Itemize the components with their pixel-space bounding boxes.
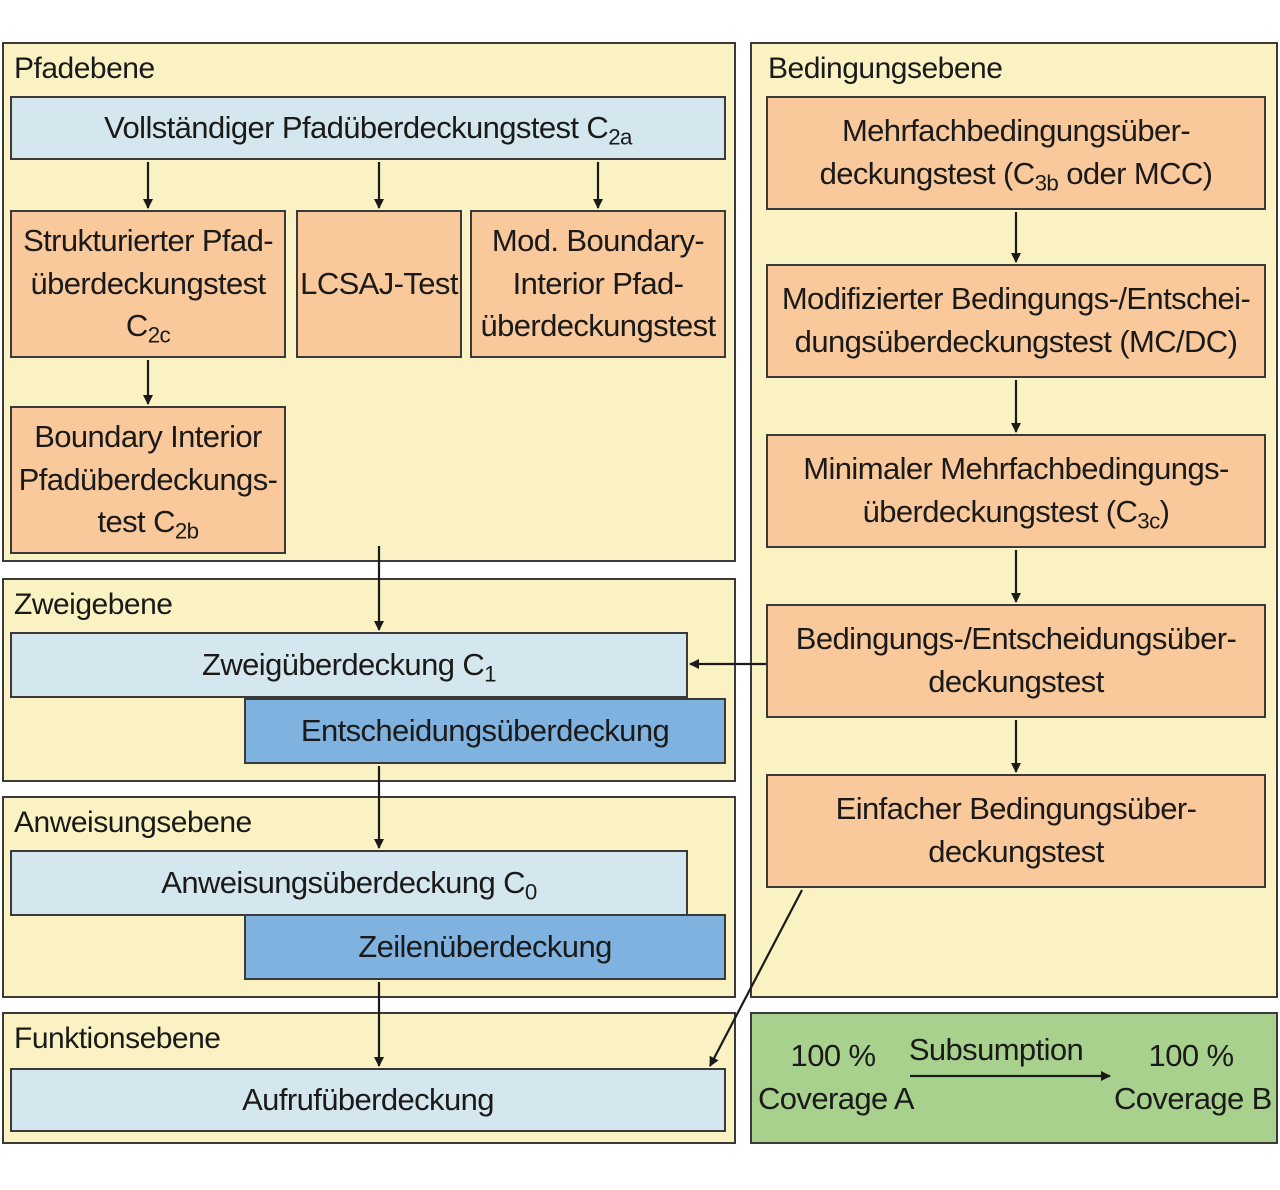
- box-boundary-interior: Boundary Interior Pfadüberdeckungs- test…: [10, 406, 286, 554]
- box-zeilenueberdeckung: Zeilenüberdeckung: [244, 914, 726, 980]
- legend-coverage-a: 100 % Coverage A: [758, 1038, 915, 1117]
- legend-panel: [750, 1012, 1278, 1144]
- box-strukturierter-pfadueberdeckungstest: Strukturierter Pfad- überdeckungstest C2…: [10, 210, 286, 358]
- box-mod-boundary-interior: Mod. Boundary- Interior Pfad- überdeckun…: [470, 210, 726, 358]
- panel-label-zweigebene: Zweigebene: [14, 588, 173, 621]
- legend-coverage-b: 100 % Coverage B: [1114, 1038, 1272, 1117]
- panel-label-pfadebene: Pfadebene: [14, 52, 155, 85]
- box-aufrufueberdeckung: Aufrufüberdeckung: [10, 1068, 726, 1132]
- box-bedingungs-entscheidungstest: Bedingungs-/Entscheidungsüber- deckungst…: [766, 604, 1266, 718]
- box-vollstaendiger-pfadueberdeckungstest: Vollständiger Pfadüberdeckungstest C2a: [10, 96, 726, 160]
- box-zweigueberdeckung: Zweigüberdeckung C1: [10, 632, 688, 698]
- box-anweisungsueberdeckung: Anweisungsüberdeckung C0: [10, 850, 688, 916]
- box-mcdc: Modifizierter Bedingungs-/Entschei- dung…: [766, 264, 1266, 378]
- legend-subsumption-label: Subsumption: [908, 1032, 1084, 1067]
- box-entscheidungsueberdeckung: Entscheidungsüberdeckung: [244, 698, 726, 764]
- box-mehrfachbedingungsueberdeckungstest: Mehrfachbedingungsüber- deckungstest (C3…: [766, 96, 1266, 210]
- panel-label-funktionsebene: Funktionsebene: [14, 1022, 221, 1055]
- panel-label-bedingungsebene: Bedingungsebene: [768, 52, 1003, 85]
- box-einfacher-bedingungstest: Einfacher Bedingungsüber- deckungstest: [766, 774, 1266, 888]
- box-lcsaj-test: LCSAJ-Test: [296, 210, 462, 358]
- panel-label-anweisungsebene: Anweisungsebene: [14, 806, 252, 839]
- box-minimaler-mehrfachbedingungstest: Minimaler Mehrfachbedingungs- überdeckun…: [766, 434, 1266, 548]
